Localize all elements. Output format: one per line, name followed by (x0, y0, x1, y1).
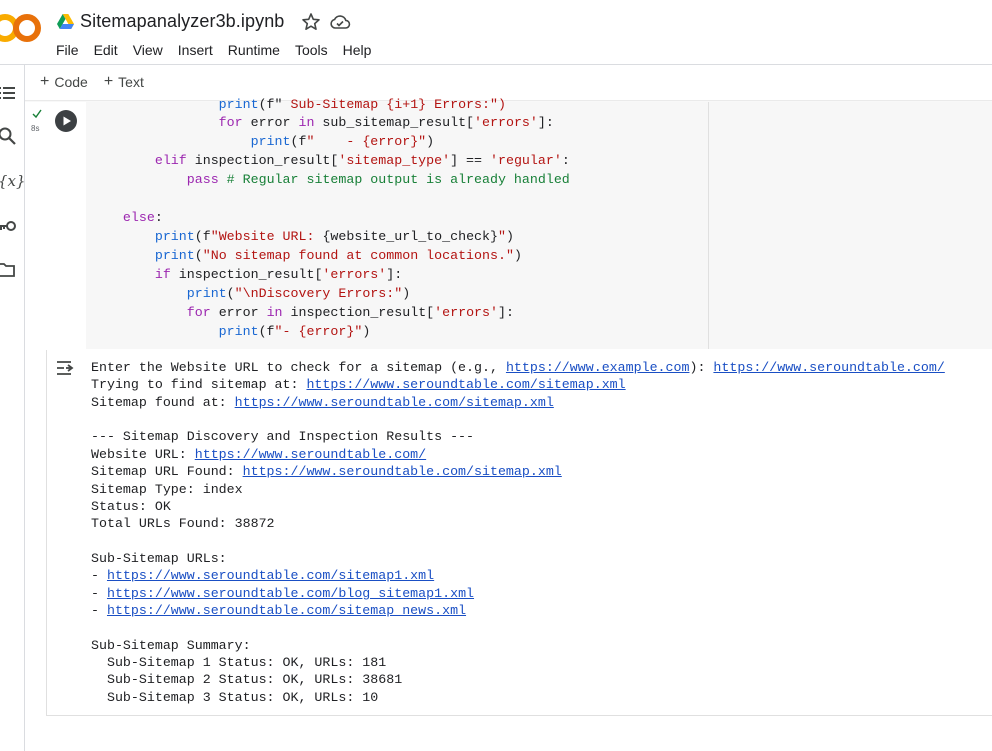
output-line: Enter the Website URL to check for a sit… (91, 360, 945, 375)
code-editor[interactable]: print(f" Sub-Sitemap {i+1} Errors:") for… (86, 97, 992, 349)
output-line: Sitemap Type: index (91, 482, 243, 497)
play-icon (63, 116, 71, 126)
output-link[interactable]: https://www.seroundtable.com/sitemap1.xm… (106, 568, 435, 583)
execution-success-check-icon (32, 109, 42, 119)
plus-icon: + (40, 73, 50, 90)
output-line: Trying to find sitemap at: https://www.s… (91, 377, 626, 392)
output-link[interactable]: https://www.seroundtable.com/sitemap.xml (242, 464, 562, 479)
code-line: else: (122, 210, 163, 225)
code-line: print(f"Website URL: {website_url_to_che… (154, 229, 514, 244)
left-sidebar: {x} (0, 65, 26, 751)
output-link[interactable]: https://www.seroundtable.com/sitemap_new… (106, 603, 467, 618)
menu-runtime[interactable]: Runtime (227, 42, 280, 58)
output-actions-icon[interactable] (55, 359, 77, 377)
code-line: elif inspection_result['sitemap_type'] =… (154, 153, 570, 168)
output-line: Website URL: https://www.seroundtable.co… (91, 447, 427, 462)
editor-ruler (708, 102, 709, 349)
code-line: print(f"- {error}") (218, 324, 371, 339)
output-link[interactable]: https://www.example.com (505, 360, 690, 375)
code-line: for error in sub_sitemap_result['errors'… (218, 115, 554, 130)
star-icon[interactable] (301, 12, 321, 32)
menu-insert[interactable]: Insert (177, 42, 213, 58)
output-line: Sitemap URL Found: https://www.seroundta… (91, 464, 562, 479)
code-line: if inspection_result['errors']: (154, 267, 403, 282)
output-line: Sub-Sitemap 1 Status: OK, URLs: 181 (91, 655, 387, 670)
add-code-label: Code (54, 74, 88, 90)
output-line: Sub-Sitemap Summary: (91, 638, 251, 653)
code-line: print(f" - {error}") (250, 134, 435, 149)
output-link[interactable]: https://www.seroundtable.com/blog_sitema… (106, 586, 475, 601)
toolbar-shadow (25, 100, 992, 102)
add-text-label: Text (118, 74, 144, 90)
output-line: - https://www.seroundtable.com/blog_site… (91, 586, 475, 601)
menu-edit[interactable]: Edit (93, 42, 118, 58)
notebook-toolbar: + Code + Text (40, 73, 160, 91)
code-line: for error in inspection_result['errors']… (186, 305, 514, 320)
menu-tools[interactable]: Tools (294, 42, 328, 58)
colab-logo (0, 14, 41, 42)
code-line: print("No sitemap found at common locati… (154, 248, 522, 263)
menu-help[interactable]: Help (342, 42, 372, 58)
run-cell-button[interactable] (55, 110, 77, 132)
output-link[interactable]: https://www.seroundtable.com/ (194, 447, 427, 462)
output-line: Total URLs Found: 38872 (91, 516, 275, 531)
output-line: Sub-Sitemap URLs: (91, 551, 227, 566)
output-line: - https://www.seroundtable.com/sitemap_n… (91, 603, 467, 618)
svg-text:{x}: {x} (0, 172, 26, 190)
menu-bar: File Edit View Insert Runtime Tools Help (56, 41, 386, 59)
header-divider (0, 64, 992, 65)
output-link[interactable]: https://www.seroundtable.com/sitemap.xml (306, 377, 626, 392)
execution-time: 8s (31, 124, 40, 133)
output-line: --- Sitemap Discovery and Inspection Res… (91, 429, 475, 444)
output-line: Sub-Sitemap 2 Status: OK, URLs: 38681 (91, 672, 403, 687)
output-link[interactable]: https://www.seroundtable.com/ (713, 360, 945, 375)
output-line: - https://www.seroundtable.com/sitemap1.… (91, 568, 435, 583)
code-line: print("\nDiscovery Errors:") (186, 286, 411, 301)
add-text-button[interactable]: + Text (104, 73, 144, 91)
search-icon[interactable] (0, 127, 18, 147)
notebook-title[interactable]: Sitemapanalyzer3b.ipynb (80, 11, 285, 31)
code-line: print(f" Sub-Sitemap {i+1} Errors:") (218, 97, 506, 112)
key-icon[interactable] (0, 216, 18, 236)
output-line: Sitemap found at: https://www.seroundtab… (91, 395, 554, 410)
cell-output (46, 350, 992, 716)
cloud-sync-icon[interactable] (329, 12, 351, 32)
output-link[interactable]: https://www.seroundtable.com/sitemap.xml (234, 395, 554, 410)
menu-view[interactable]: View (132, 42, 163, 58)
variables-icon[interactable]: {x} (0, 171, 26, 191)
output-line: Status: OK (91, 499, 171, 514)
table-of-contents-icon[interactable] (0, 83, 18, 103)
folder-icon[interactable] (0, 260, 18, 280)
output-line: Sub-Sitemap 3 Status: OK, URLs: 10 (91, 690, 379, 705)
code-line: pass # Regular sitemap output is already… (186, 172, 570, 187)
plus-icon: + (103, 73, 114, 90)
menu-file[interactable]: File (56, 42, 79, 58)
google-drive-icon[interactable] (57, 14, 74, 29)
add-code-button[interactable]: + Code (40, 73, 88, 91)
